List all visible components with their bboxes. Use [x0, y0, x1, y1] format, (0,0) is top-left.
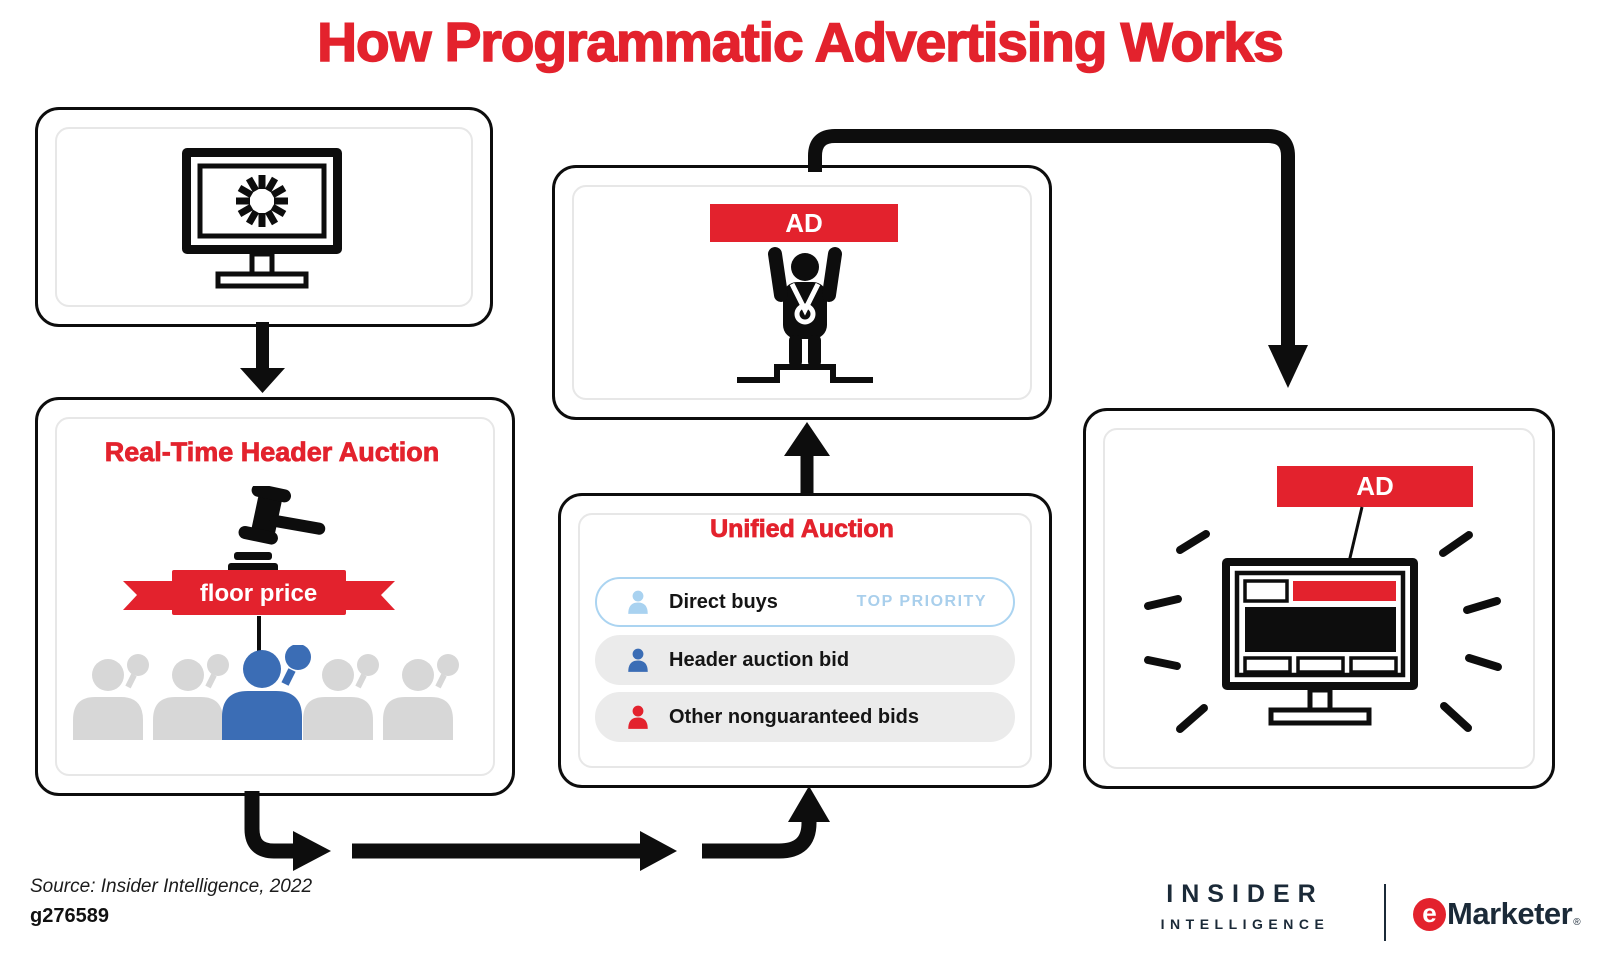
person-icon — [628, 590, 648, 614]
emarketer-logo: e Marketer ® — [1413, 896, 1581, 932]
flow-arrow-auction-to-unified — [244, 786, 830, 871]
registered-mark: ® — [1573, 917, 1581, 928]
winning-bidder-icon — [222, 645, 311, 740]
page-load-box — [35, 107, 493, 327]
priority-row-label: Header auction bid — [669, 648, 850, 671]
winner-box-inner — [572, 185, 1032, 400]
monitor-loading-icon — [182, 148, 342, 289]
person-icon — [628, 705, 648, 729]
arrow-up-icon — [784, 422, 830, 494]
bidders-crowd-icon — [73, 645, 459, 740]
insider-wordmark: INSIDER — [1166, 880, 1324, 908]
gavel-icon — [228, 486, 326, 573]
header-auction-box-inner — [55, 417, 495, 776]
flow-arrow-winner-to-display — [808, 129, 1308, 388]
podium-icon — [737, 364, 873, 383]
webpage-monitor-icon — [1222, 558, 1418, 726]
unified-auction-title: Unified Auction — [710, 515, 895, 544]
ad-slot — [1293, 581, 1396, 601]
insider-intelligence-logo: INSIDER INTELLIGENCE — [1135, 880, 1355, 932]
unified-auction-box-inner — [578, 513, 1032, 768]
display-ad-label: AD — [1277, 466, 1473, 507]
burst-lines-icon — [1144, 530, 1502, 733]
floor-price-label: floor price — [199, 580, 318, 607]
header-auction-title: Real-Time Header Auction — [104, 437, 440, 468]
arrow-down-icon — [240, 322, 285, 393]
priority-row-label: Other nonguaranteed bids — [669, 705, 920, 728]
priority-row-nonguaranteed: Other nonguaranteed bids — [595, 692, 1015, 742]
page-title: How Programmatic Advertising Works — [316, 10, 1284, 74]
source-note: Source: Insider Intelligence, 2022 — [30, 876, 313, 897]
winner-podium-icon — [737, 247, 873, 383]
loading-spinner-icon — [236, 175, 288, 227]
person-icon — [628, 648, 648, 672]
logo-divider — [1384, 884, 1386, 941]
emarketer-e-icon: e — [1413, 897, 1446, 931]
priority-row-header-auction: Header auction bid — [595, 635, 1015, 685]
floor-price-ribbon — [123, 570, 395, 615]
ad-display-box-inner — [1103, 428, 1535, 769]
emarketer-wordmark: Marketer — [1447, 896, 1573, 931]
top-priority-tag: TOP PRIORITY — [856, 593, 987, 610]
winner-ad-banner: AD — [710, 204, 898, 242]
priority-row-label: Direct buys — [669, 590, 778, 613]
intelligence-wordmark: INTELLIGENCE — [1160, 916, 1330, 932]
ribbon-connector-line — [257, 616, 261, 658]
medal-icon — [789, 282, 821, 325]
priority-row-direct-buys: Direct buys TOP PRIORITY — [595, 577, 1015, 627]
page-load-box-inner — [55, 127, 473, 307]
chart-id: g276589 — [30, 905, 109, 927]
